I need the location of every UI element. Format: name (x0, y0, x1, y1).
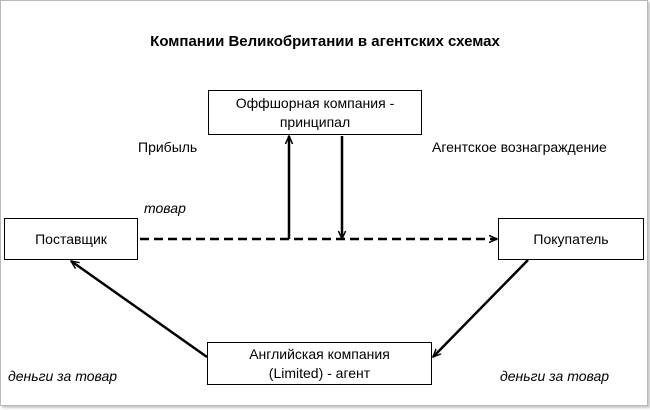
buyer-box: Покупатель (498, 218, 644, 260)
agent-line-1: Английская компания (249, 345, 390, 362)
buyer-label: Покупатель (533, 230, 609, 247)
agent-line-2: (Limited) - агент (268, 364, 371, 381)
agent-fee-label: Агентское вознаграждение (432, 139, 607, 155)
offshore-line-1: Оффшорная компания - (235, 94, 395, 111)
goods-label: товар (144, 200, 186, 216)
supplier-payment-arrow (71, 261, 208, 359)
supplier-box: Поставщик (4, 218, 138, 260)
buyer-payment-arrow (433, 259, 529, 357)
agent-company-box: Английская компания (Limited) - агент (207, 342, 432, 385)
money-left-label: деньги за товар (8, 368, 118, 384)
money-right-label: деньги за товар (500, 368, 610, 384)
offshore-company-box: Оффшорная компания - принципал (208, 90, 422, 135)
profit-label: Прибыль (138, 139, 198, 155)
offshore-line-2: принципал (279, 113, 351, 130)
diagram-title: Компании Великобритании в агентских схем… (150, 33, 500, 50)
supplier-label: Поставщик (35, 230, 107, 247)
